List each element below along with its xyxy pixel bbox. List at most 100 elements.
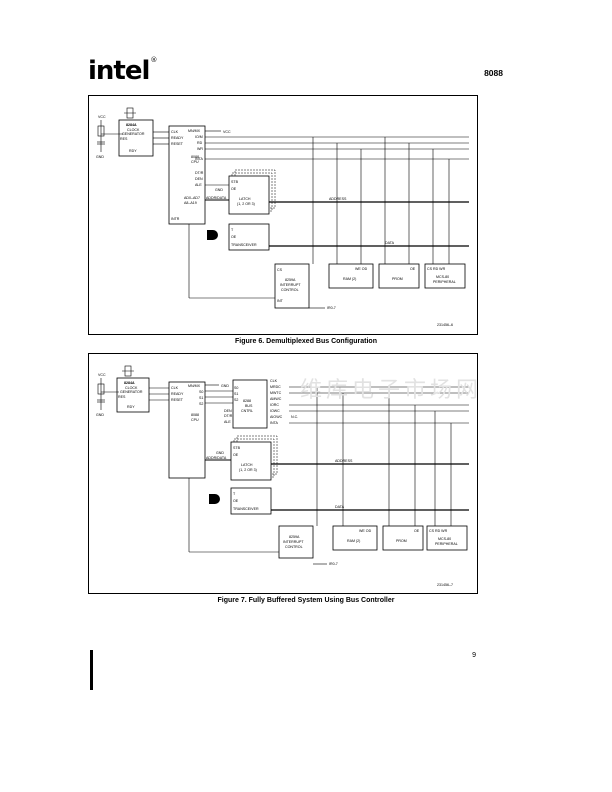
fig7-pic-l2: CONTROL bbox=[285, 545, 303, 549]
fig7-gnd2: GND bbox=[216, 451, 224, 455]
fig6-latch-count: (1, 2 OR 3) bbox=[237, 202, 255, 206]
fig7-cpu-s2: S2 bbox=[199, 402, 203, 406]
fig6-cpu-ale: ALE bbox=[195, 183, 202, 187]
fig6-address-label: ADDRESS bbox=[329, 197, 347, 201]
fig6-data-label: DATA bbox=[385, 241, 395, 245]
fig6-cpu-rd: RD bbox=[197, 141, 203, 145]
fig6-clock-pin-rdy: RDY bbox=[129, 149, 137, 153]
fig6-cpu-intr: INTR bbox=[171, 217, 180, 221]
fig7-latch-oe: OE bbox=[233, 453, 239, 457]
fig6-gnd2: GND bbox=[215, 188, 223, 192]
fig7-bc-inta: INTA bbox=[270, 421, 279, 425]
fig7-clock-label-0: 8284A bbox=[124, 381, 135, 385]
watermark: 维库电子市场网 bbox=[300, 378, 483, 403]
fig7-mcs-label-0: MCS-80 bbox=[438, 537, 451, 541]
fig6-cpu-dtr: DT/R bbox=[195, 171, 204, 175]
fig6-addr-data: ADDR/DATA bbox=[206, 196, 227, 200]
fig7-addr-data: ADDR/DATA bbox=[206, 456, 227, 460]
fig6-cpu-den: DEN bbox=[195, 177, 203, 181]
fig7-prom bbox=[382, 525, 424, 551]
fig7-mcs80 bbox=[426, 525, 468, 551]
fig6-vcc-tie: VCC bbox=[223, 130, 231, 134]
fig6-cpu-a: A8–A19 bbox=[184, 201, 197, 205]
fig7-clock-pin-res: RES bbox=[118, 395, 126, 399]
fig7-latch bbox=[230, 441, 272, 481]
fig6-vcc: VCC bbox=[98, 115, 106, 119]
fig7-trans-t: T bbox=[233, 492, 236, 496]
figure-6-box: VCC GND 8284A CLOCK GENERATOR RES RDY CL… bbox=[88, 95, 478, 335]
fig6-and-gate bbox=[207, 230, 218, 240]
fig7-bc-aiowc: AIOWC bbox=[270, 415, 283, 419]
fig6-ram bbox=[328, 263, 374, 289]
page-number: 9 bbox=[472, 652, 476, 659]
fig7-vcc: VCC bbox=[98, 373, 106, 377]
fig7-data-label: DATA bbox=[335, 505, 345, 509]
fig7-bc-ale: ALE bbox=[224, 420, 231, 424]
fig7-cpu-pin-clk: CLK bbox=[171, 386, 179, 390]
fig6-cpu-pin-ready: READY bbox=[171, 136, 184, 140]
fig7-ir: IR0-7 bbox=[329, 562, 338, 566]
figure-7-caption: Figure 7. Fully Buffered System Using Bu… bbox=[217, 597, 395, 604]
fig7-cpu-s0: S0 bbox=[199, 390, 203, 394]
intel-logo: intel® bbox=[88, 56, 157, 86]
registered-mark: ® bbox=[150, 56, 157, 64]
fig6-cpu-label-1: CPU bbox=[191, 160, 199, 164]
fig7-bc-mwtc: MWTC bbox=[270, 391, 282, 395]
fig6-latch-stb: STB bbox=[231, 180, 239, 184]
fig7-bc-amwc: AMWC bbox=[270, 397, 282, 401]
fig6-trans-t: T bbox=[231, 228, 234, 232]
fig7-prom-pins: OE bbox=[414, 529, 420, 533]
fig6-mcs-label-0: MCS-80 bbox=[436, 275, 449, 279]
fig7-ram bbox=[332, 525, 378, 551]
fig7-clock-generator bbox=[116, 377, 150, 413]
fig7-bus-controller bbox=[232, 379, 268, 429]
fig6-cpu-inta: INTA bbox=[195, 157, 204, 161]
fig7-mcs-pins: CS RD WR bbox=[429, 529, 448, 533]
fig7-bc-iowc: IOWC bbox=[270, 409, 280, 413]
fig7-bc-s1: S1 bbox=[234, 392, 238, 396]
fig7-bc-s2: S2 bbox=[234, 398, 238, 402]
logo-text: intel bbox=[88, 56, 150, 86]
fig6-mcs80 bbox=[424, 263, 466, 289]
fig7-latch-count: (1, 2 OR 3) bbox=[239, 468, 257, 472]
fig7-bc-iorc: IORC bbox=[270, 403, 279, 407]
fig6-trans-label: TRANSCEIVER bbox=[231, 243, 257, 247]
fig6-latch-oe: OE bbox=[231, 187, 237, 191]
fig7-bc-label-2: CNTRL bbox=[241, 409, 253, 413]
fig7-mcs-label-1: PERIPHERAL bbox=[435, 542, 458, 546]
revision-bar bbox=[90, 650, 93, 690]
fig7-pic-l1: INTERRUPT bbox=[283, 540, 304, 544]
fig7-pic-name: 8259A bbox=[289, 535, 300, 539]
fig6-ir: IR0-7 bbox=[327, 306, 336, 310]
fig7-bc-dtr: DT/R bbox=[224, 414, 233, 418]
fig7-ram-pins: WE OD bbox=[359, 529, 372, 533]
fig6-cpu-ad: AD0–AD7 bbox=[184, 196, 200, 200]
fig6-clock-pin-res: RES bbox=[120, 137, 128, 141]
fig7-nc: N.C. bbox=[291, 415, 298, 419]
fig6-pic-l1: INTERRUPT bbox=[280, 283, 301, 287]
fig7-ram-label: RAM (2) bbox=[347, 539, 360, 543]
fig7-address-label: ADDRESS bbox=[335, 459, 353, 463]
fig7-cpu-label-1: CPU bbox=[191, 418, 199, 422]
fig7-cpu-mnmx: MN/MX bbox=[188, 384, 201, 388]
fig6-cpu-pin-reset: RESET bbox=[171, 142, 184, 146]
fig6-cpu bbox=[168, 125, 206, 225]
fig6-prom-label: PROM bbox=[392, 277, 403, 281]
fig6-trans-oe: OE bbox=[231, 235, 237, 239]
fig7-clock-label-1: CLOCK bbox=[125, 386, 138, 390]
fig7-bc-den: DEN bbox=[224, 409, 232, 413]
fig6-ram-label: RAM (2) bbox=[343, 277, 356, 281]
fig6-pic bbox=[274, 263, 310, 309]
fig6-ram-pins: WE OD bbox=[355, 267, 368, 271]
figure-6-diagram: VCC GND 8284A CLOCK GENERATOR RES RDY CL… bbox=[96, 107, 469, 327]
part-number: 8088 bbox=[484, 68, 503, 78]
fig7-gnd: GND bbox=[96, 413, 104, 417]
fig7-cpu-label-0: 8088 bbox=[191, 413, 199, 417]
fig7-bc-mrdc: MRDC bbox=[270, 385, 281, 389]
fig6-mcs-label-1: PERIPHERAL bbox=[433, 280, 456, 284]
fig6-latch bbox=[228, 175, 270, 215]
figure-7-box: VCC GND 8284A CLOCK GENERATOR RES RDY CL… bbox=[88, 353, 478, 594]
fig6-prom-pins: OE bbox=[410, 267, 416, 271]
fig7-cpu-s1: S1 bbox=[199, 396, 203, 400]
fig7-doc-number: 231456–7 bbox=[437, 583, 453, 587]
